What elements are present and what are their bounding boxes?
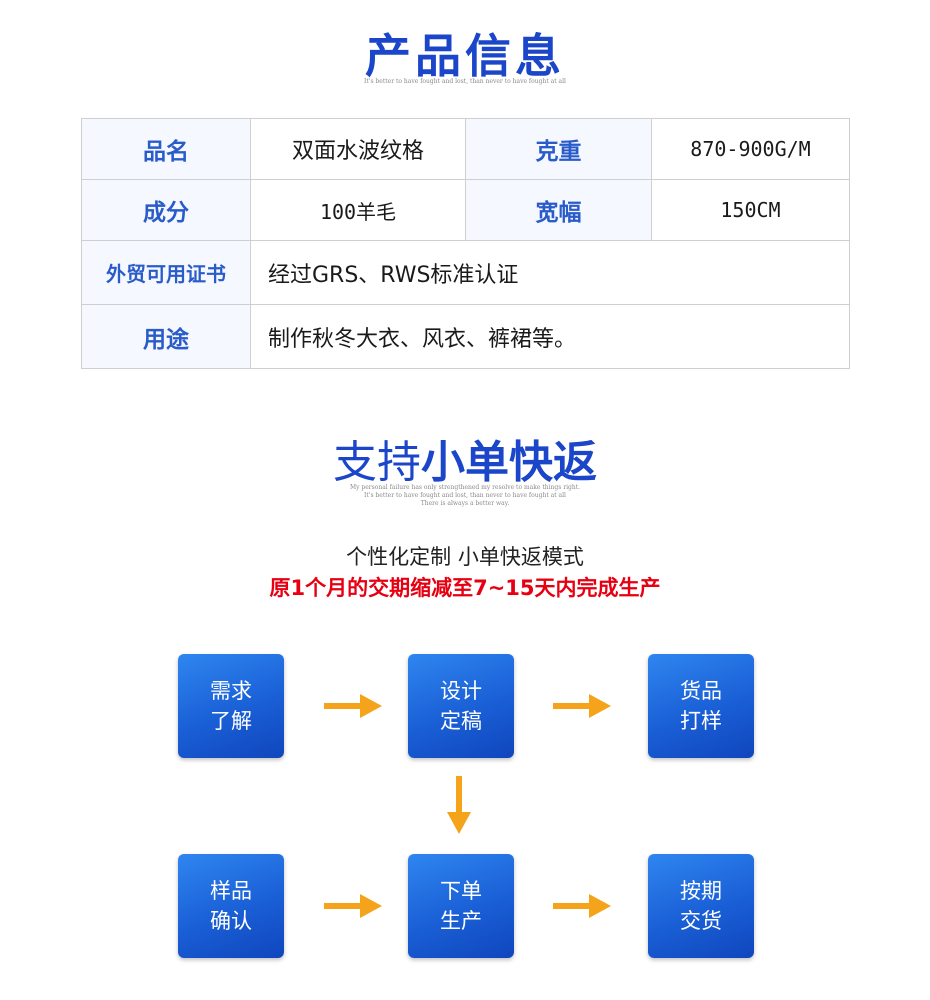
label-certificate: 外贸可用证书 <box>81 240 251 305</box>
label-name: 品名 <box>81 118 251 180</box>
product-info-title: 产品信息 <box>365 29 565 83</box>
step-order: 下单 生产 <box>408 854 514 958</box>
label-composition: 成分 <box>81 179 251 241</box>
step-line: 需求 <box>210 679 252 703</box>
arrow-right-icon <box>553 694 611 718</box>
table-row: 成分 100羊毛 宽幅 150CM <box>81 179 850 241</box>
value-weight: 870-900G/M <box>651 118 850 180</box>
step-line: 设计 <box>440 679 482 703</box>
step-line: 定稿 <box>440 709 482 733</box>
quick-return-title: 支持小单快返 <box>0 426 930 490</box>
quick-return-tagline-2: It's better to have fought and lost, tha… <box>364 492 566 499</box>
arrow-right-icon <box>324 694 382 718</box>
step-line: 按期 <box>680 879 722 903</box>
step-confirm: 样品 确认 <box>178 854 284 958</box>
product-info-table: 品名 双面水波纹格 克重 870-900G/M 成分 100羊毛 宽幅 150C… <box>81 118 850 369</box>
table-row: 外贸可用证书 经过GRS、RWS标准认证 <box>81 240 850 305</box>
step-line: 交货 <box>680 909 722 933</box>
step-design: 设计 定稿 <box>408 654 514 758</box>
label-weight: 克重 <box>465 118 652 180</box>
step-line: 样品 <box>210 879 252 903</box>
arrow-down-icon <box>447 776 471 834</box>
arrow-right-icon <box>324 894 382 918</box>
quick-return-tagline-1: My personal failure has only strengthene… <box>349 484 581 491</box>
table-row: 品名 双面水波纹格 克重 870-900G/M <box>81 118 850 180</box>
step-line: 生产 <box>440 909 482 933</box>
step-line: 确认 <box>210 909 252 933</box>
arrow-right-icon <box>553 894 611 918</box>
lead-time-highlight: 原1个月的交期缩减至7~15天内完成生产 <box>269 576 661 600</box>
product-info-tagline: It's better to have fought and lost, tha… <box>364 78 566 85</box>
step-delivery: 按期 交货 <box>648 854 754 958</box>
step-requirement: 需求 了解 <box>178 654 284 758</box>
custom-mode-subtitle: 个性化定制 小单快返模式 <box>346 545 584 569</box>
step-line: 打样 <box>680 709 722 733</box>
value-certificate: 经过GRS、RWS标准认证 <box>250 240 850 305</box>
step-line: 货品 <box>680 679 722 703</box>
value-width: 150CM <box>651 179 850 241</box>
label-usage: 用途 <box>81 304 251 369</box>
quick-return-tagline-3: There is always a better way. <box>420 500 510 507</box>
value-name: 双面水波纹格 <box>250 118 466 180</box>
value-usage: 制作秋冬大衣、风衣、裤裙等。 <box>250 304 850 369</box>
title-bold-part: 小单快返 <box>421 437 597 488</box>
step-sample: 货品 打样 <box>648 654 754 758</box>
value-composition: 100羊毛 <box>250 179 466 241</box>
step-line: 了解 <box>210 709 252 733</box>
step-line: 下单 <box>440 879 482 903</box>
title-light-part: 支持 <box>333 437 421 488</box>
label-width: 宽幅 <box>465 179 652 241</box>
table-row: 用途 制作秋冬大衣、风衣、裤裙等。 <box>81 304 850 369</box>
